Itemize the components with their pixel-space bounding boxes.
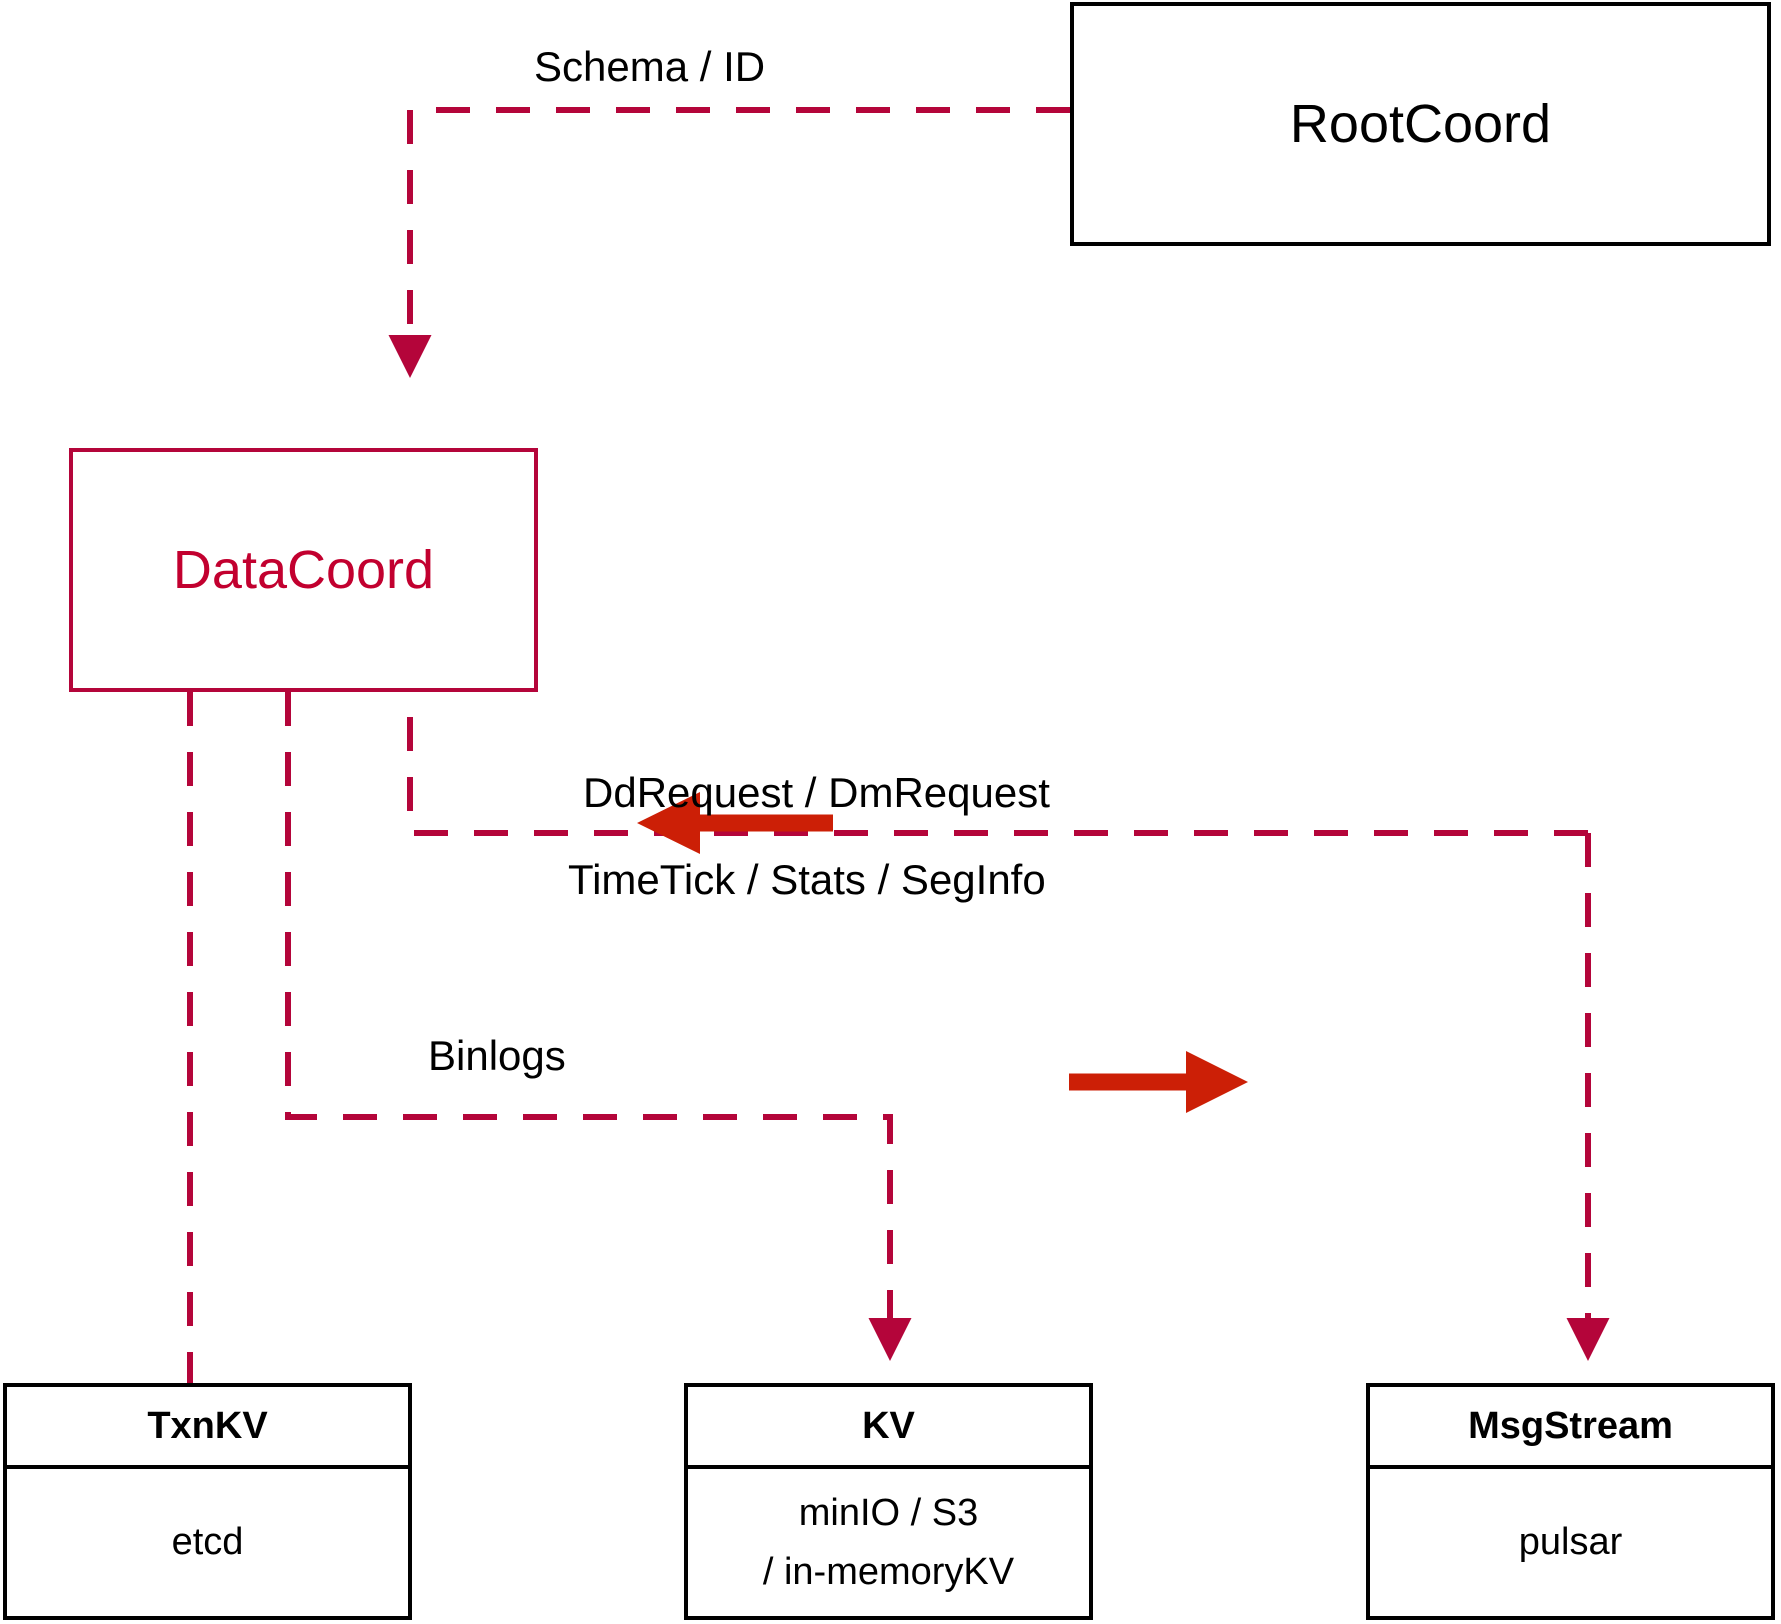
node-txnkv-body-line1: etcd: [171, 1521, 244, 1564]
direction-arrow-right: [1069, 1051, 1248, 1113]
edge-datacoord-to-kv: [285, 692, 912, 1362]
edge-label-binlogs: Binlogs: [428, 1032, 566, 1079]
edge-schema-id: [388, 107, 1070, 379]
node-msgstream-title: MsgStream: [1370, 1387, 1771, 1469]
node-msgstream[interactable]: MsgStream pulsar: [1366, 1383, 1775, 1620]
node-kv-body-line1: minIO / S3: [798, 1491, 979, 1534]
node-datacoord-title: DataCoord: [172, 540, 435, 600]
edge-label-schema-id: Schema / ID: [534, 43, 766, 90]
node-rootcoord-title: RootCoord: [1289, 94, 1552, 154]
node-msgstream-body-line1: pulsar: [1518, 1521, 1623, 1564]
edge-label-timetick-stats-seginfo: TimeTick / Stats / SegInfo: [568, 856, 1046, 903]
node-txnkv-body: etcd: [7, 1469, 408, 1616]
node-kv-body: minIO / S3 / in-memoryKV: [688, 1469, 1089, 1616]
node-datacoord[interactable]: DataCoord: [69, 448, 538, 692]
edge-label-dd-dm-request: DdRequest / DmRequest: [583, 769, 1050, 816]
node-kv-title: KV: [688, 1387, 1089, 1469]
node-rootcoord[interactable]: RootCoord: [1070, 2, 1771, 246]
node-txnkv-title: TxnKV: [7, 1387, 408, 1469]
node-txnkv[interactable]: TxnKV etcd: [3, 1383, 412, 1620]
node-msgstream-body: pulsar: [1370, 1469, 1771, 1616]
direction-arrow-left: [637, 792, 833, 854]
node-kv[interactable]: KV minIO / S3 / in-memoryKV: [684, 1383, 1093, 1620]
node-kv-body-line2: / in-memoryKV: [762, 1550, 1015, 1593]
edge-msgstream-to-datacoord: [388, 639, 1588, 836]
